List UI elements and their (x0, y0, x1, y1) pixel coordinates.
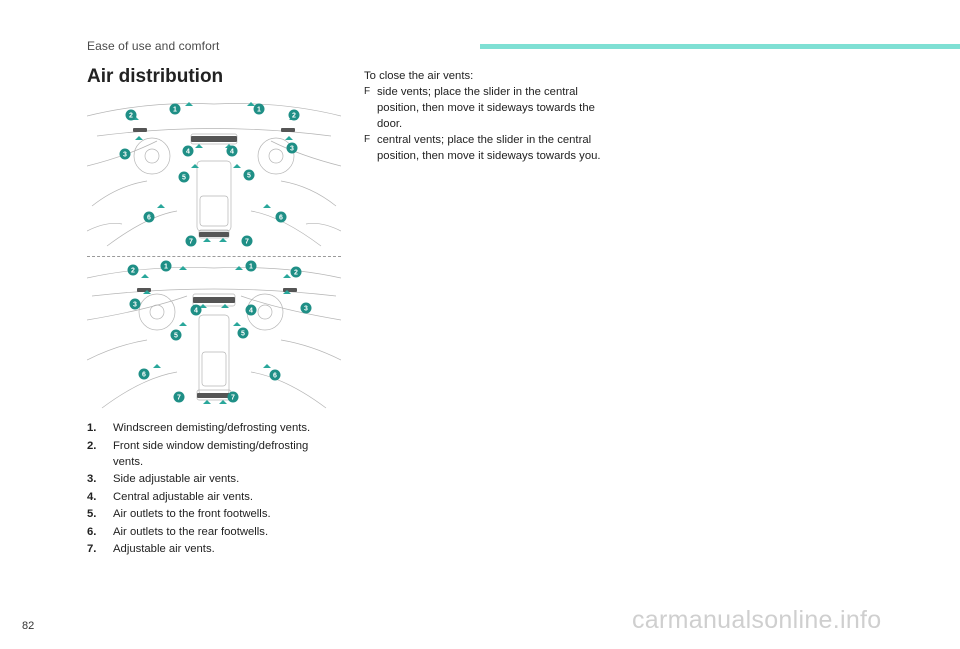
svg-text:1: 1 (249, 264, 253, 271)
svg-text:1: 1 (173, 107, 177, 114)
svg-text:7: 7 (189, 239, 193, 246)
svg-text:5: 5 (241, 331, 245, 338)
vent-legend: 1.Windscreen demisting/defrosting vents.… (87, 420, 337, 559)
svg-text:6: 6 (147, 215, 151, 222)
legend-item: 3.Side adjustable air vents. (87, 473, 240, 485)
svg-text:3: 3 (290, 146, 294, 153)
svg-text:7: 7 (177, 395, 181, 402)
bullet-icon: F (364, 134, 371, 145)
watermark: carmanualsonline.info (632, 606, 882, 634)
svg-text:6: 6 (142, 372, 146, 379)
svg-text:2: 2 (294, 270, 298, 277)
svg-text:3: 3 (133, 302, 137, 309)
legend-item: 2.Front side window demisting/defrosting… (87, 439, 309, 468)
legend-item: 7.Adjustable air vents. (87, 543, 215, 555)
section-accent-bar (480, 44, 960, 49)
svg-text:2: 2 (131, 268, 135, 275)
page-title: Air distribution (87, 66, 224, 87)
svg-text:6: 6 (279, 215, 283, 222)
svg-text:3: 3 (304, 306, 308, 313)
legend-item: 6.Air outlets to the rear footwells. (87, 525, 269, 538)
svg-text:1: 1 (257, 107, 261, 114)
section-header: Ease of use and comfort (87, 39, 220, 53)
legend-item: 1.Windscreen demisting/defrosting vents. (87, 422, 311, 434)
svg-text:4: 4 (249, 308, 253, 315)
svg-text:3: 3 (123, 152, 127, 159)
svg-text:5: 5 (174, 333, 178, 340)
svg-text:5: 5 (247, 173, 251, 180)
svg-text:6: 6 (273, 373, 277, 380)
bullet-icon: F (364, 86, 371, 97)
svg-text:4: 4 (194, 308, 198, 315)
close-vents-intro: To close the air vents: (364, 70, 474, 82)
diagram-divider (87, 256, 341, 257)
air-distribution-diagram-bottom: 1 1 2 2 3 3 4 4 5 5 6 6 7 7 (87, 260, 341, 409)
page-number: 82 (22, 620, 35, 632)
svg-text:2: 2 (129, 113, 133, 120)
svg-text:2: 2 (292, 113, 296, 120)
legend-item: 4.Central adjustable air vents. (87, 490, 254, 503)
svg-text:4: 4 (186, 149, 190, 156)
svg-text:7: 7 (231, 395, 235, 402)
svg-text:1: 1 (164, 264, 168, 271)
svg-text:7: 7 (245, 239, 249, 246)
svg-text:4: 4 (230, 149, 234, 156)
svg-text:5: 5 (182, 175, 186, 182)
air-distribution-diagram-top: 1 1 2 2 3 3 4 4 5 5 6 6 7 7 (87, 102, 341, 247)
legend-item: 5.Air outlets to the front footwells. (87, 508, 271, 520)
